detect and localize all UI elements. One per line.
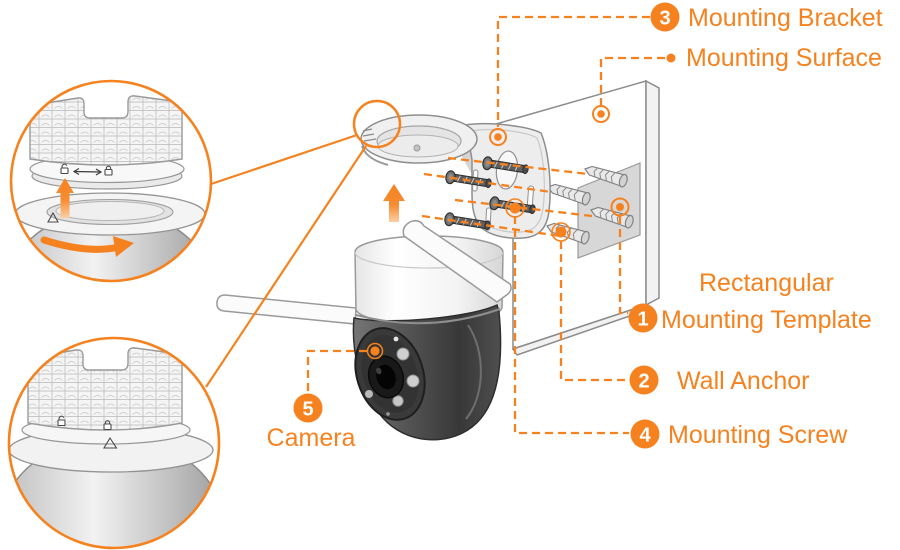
rotate-arrow-head — [113, 236, 134, 257]
marker-surface-label-dot — [666, 53, 676, 63]
camera-antenna-left — [216, 294, 357, 325]
label-wall-anchor: Wall Anchor — [677, 367, 809, 395]
camera-ir-led-4 — [365, 390, 373, 398]
alignment-triangle-icon — [47, 211, 59, 223]
axis-guide-1 — [447, 156, 589, 176]
callout-camera: 5 Camera — [267, 393, 356, 452]
slide-arrow-icon — [72, 167, 103, 176]
alignment-triangle-icon-bottom — [103, 436, 118, 449]
leader-mounting-bracket — [496, 15, 650, 127]
label-mounting-template: Mounting Template — [661, 306, 872, 334]
badge-number: 2 — [638, 371, 649, 393]
marker-anchor — [551, 222, 571, 242]
camera-status-dot — [393, 336, 399, 342]
leader-mounting-template — [618, 216, 628, 315]
marker-bracket — [489, 128, 507, 146]
bracket-center-hole — [413, 144, 421, 152]
label-mounting-screw: Mounting Screw — [668, 421, 848, 449]
badge-number: 5 — [302, 399, 313, 421]
lift-up-arrow-icon — [383, 184, 405, 222]
label-mounting-bracket: Mounting Bracket — [688, 4, 883, 32]
bracket-plate-contour — [470, 128, 545, 233]
label-camera: Camera — [267, 424, 356, 452]
axis-guide-2 — [423, 172, 552, 194]
camera-dome-joint — [355, 308, 501, 325]
lift-arrow-icon — [56, 178, 74, 218]
label-rectangular: Rectangular — [699, 269, 834, 297]
bracket-latch-marks — [362, 128, 377, 142]
callout-badge-5 — [293, 393, 323, 423]
bracket-plate-detail — [29, 95, 183, 166]
leader-camera — [306, 349, 367, 391]
detail-circle-bottom — [7, 336, 221, 550]
magnifier-circle — [352, 99, 402, 149]
marker-camera — [366, 342, 384, 360]
badge-number: 4 — [639, 425, 651, 447]
callout-leader-lines — [306, 15, 665, 435]
bracket-disc-rim — [361, 145, 389, 166]
camera-antenna-right — [402, 219, 512, 303]
camera-top-rim — [354, 251, 504, 269]
leader-mounting-surface — [599, 56, 665, 105]
connector-line-bottom — [205, 145, 367, 388]
camera-ir-led-2 — [406, 374, 420, 388]
callout-mounting-template: 1 Rectangular Mounting Template — [628, 269, 872, 334]
wall-side-face — [645, 79, 660, 307]
callout-badge-2 — [629, 365, 659, 395]
camera-mic-dot — [386, 412, 390, 416]
camera-dome-highlight — [465, 324, 482, 420]
detail-circle-top — [9, 79, 213, 283]
marker-screw — [505, 198, 525, 218]
point-markers — [366, 53, 676, 360]
callout-mounting-surface: Mounting Surface — [686, 44, 882, 72]
axis-guide-4 — [421, 214, 561, 238]
bracket-plate-attached — [27, 347, 183, 431]
camera-illustration — [216, 219, 512, 441]
callout-badge-4 — [630, 419, 660, 449]
callout-badge-3 — [650, 2, 680, 32]
badge-number: 3 — [659, 8, 670, 30]
callout-mounting-bracket: 3 Mounting Bracket — [650, 2, 883, 32]
callout-mounting-screw: 4 Mounting Screw — [630, 419, 848, 449]
camera-ir-led-3 — [392, 395, 404, 407]
callout-badge-1 — [628, 303, 658, 333]
base-recess-inner — [55, 201, 165, 221]
badge-number: 1 — [637, 309, 648, 331]
label-mounting-surface: Mounting Surface — [686, 44, 882, 72]
camera-lens — [367, 355, 405, 399]
detail-circle-bottom-content — [10, 347, 218, 547]
leader-mounting-screw — [513, 216, 629, 435]
rotate-arrow-icon — [40, 236, 123, 253]
marker-template — [610, 197, 630, 217]
connector-line-top — [210, 133, 358, 186]
marker-surface — [592, 105, 610, 123]
camera-ir-led-1 — [396, 347, 410, 361]
leader-wall-anchor — [559, 241, 628, 382]
callout-wall-anchor: 2 Wall Anchor — [629, 365, 809, 395]
